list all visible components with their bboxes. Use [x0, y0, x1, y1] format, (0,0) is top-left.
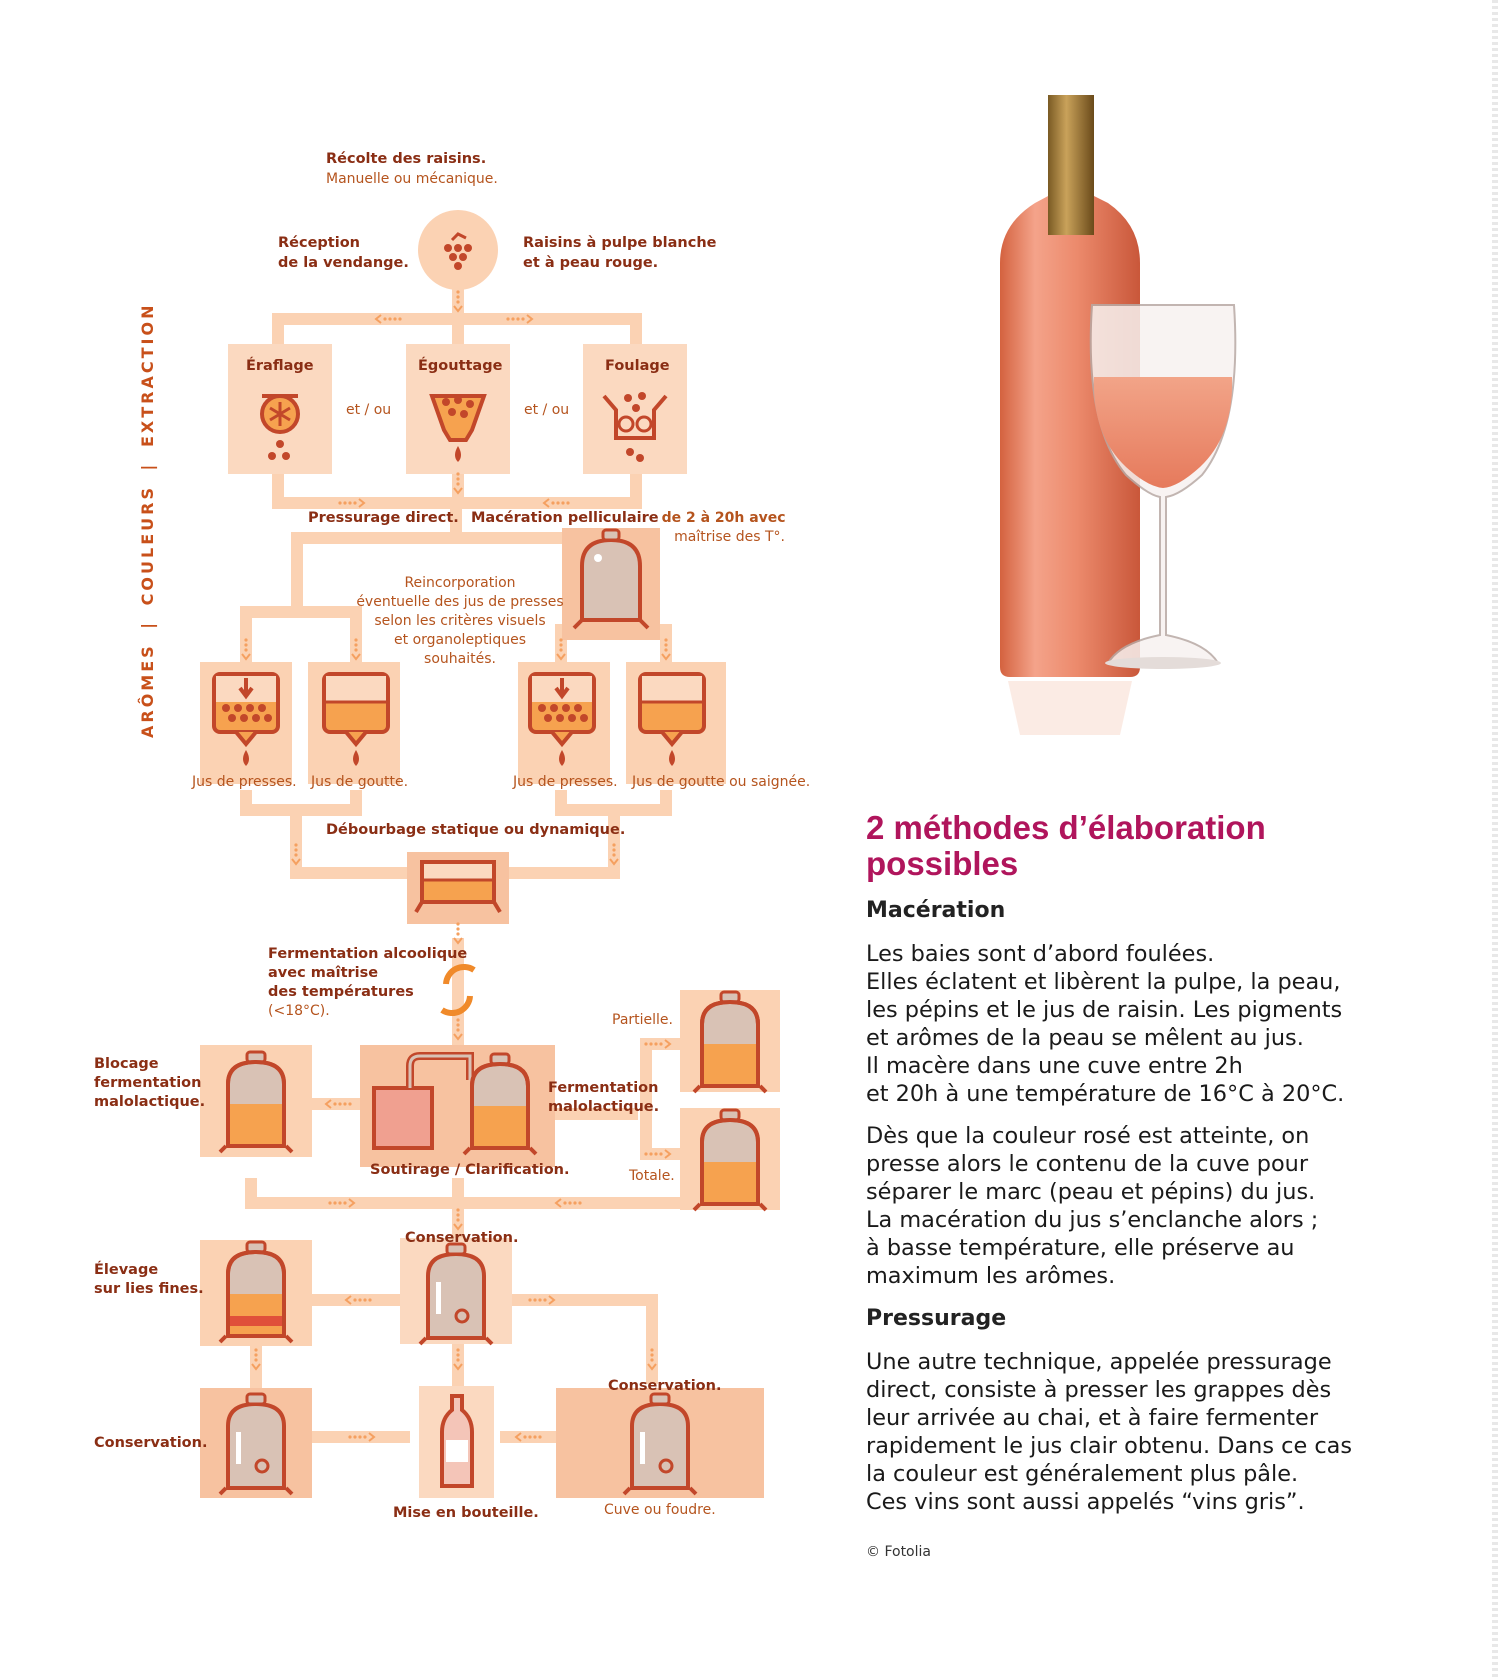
- grapes-line2: et à peau rouge.: [523, 255, 658, 271]
- fermentation-cycle-icon: [440, 963, 476, 1017]
- reincorporation-line: selon les critères visuels: [374, 613, 545, 629]
- fermentation-line1: Fermentation alcoolique: [268, 946, 467, 962]
- debourbage-label: Débourbage statique ou dynamique.: [326, 822, 625, 838]
- maceration-title: Macération: [866, 898, 1006, 923]
- bottle-capsule: [1048, 95, 1094, 235]
- conservation-left-label: Conservation.: [94, 1435, 207, 1451]
- elevage-line2: sur lies fines.: [94, 1281, 204, 1297]
- article-heading-line1: 2 méthodes d’élaboration: [866, 809, 1266, 846]
- side-label-separator: |: [138, 462, 158, 471]
- fermentation-line2: avec maîtrise: [268, 965, 378, 981]
- photo-credit: © Fotolia: [866, 1544, 931, 1560]
- elevage-line1: Élevage: [94, 1261, 158, 1278]
- article-heading: 2 méthodes d’élaboration possibles: [866, 810, 1426, 882]
- step-foulage: Foulage: [605, 358, 670, 374]
- side-label-couleurs: COULEURS: [138, 485, 157, 605]
- totale-label: Totale.: [628, 1168, 675, 1184]
- conservation-right-label: Conservation.: [608, 1378, 721, 1394]
- side-label: ARÔMES | COULEURS | EXTRACTION: [138, 303, 158, 738]
- cask-label: Cuve ou foudre.: [604, 1502, 716, 1518]
- step-egouttage: Égouttage: [418, 357, 503, 374]
- bottling-label: Mise en bouteille.: [393, 1505, 539, 1521]
- bottle-reflection: [1008, 681, 1132, 735]
- reception-line2: de la vendange.: [278, 255, 409, 271]
- blocage-line1: Blocage: [94, 1056, 159, 1072]
- maceration-label-duration: de 2 à 20h avec: [662, 510, 786, 526]
- side-label-aromes: ARÔMES: [138, 643, 157, 738]
- reincorporation-line: et organoleptiques: [394, 632, 526, 648]
- harvest-subtitle: Manuelle ou mécanique.: [326, 171, 498, 187]
- racking-tanks-icon: [372, 1052, 538, 1156]
- article-heading-line2: possibles: [866, 845, 1019, 882]
- settling-tank-icon: [414, 860, 502, 914]
- maceration-paragraph-1: Les baies sont d’abord foulées. Elles éc…: [866, 941, 1345, 1107]
- or-label: et / ou: [524, 402, 569, 418]
- grapes-line1: Raisins à pulpe blanche: [523, 235, 717, 251]
- fermentation-temp: (<18°C).: [268, 1003, 330, 1019]
- step-eraflage: Éraflage: [246, 357, 314, 374]
- draining-icon: [429, 394, 487, 462]
- maceration-label-bold: Macération pelliculaire: [471, 510, 659, 526]
- juice-presses-label: Jus de presses.: [512, 774, 618, 790]
- blocage-line3: malolactique.: [94, 1094, 205, 1110]
- reincorporation-line: Reincorporation: [404, 575, 515, 591]
- bottle-body: [1000, 105, 1140, 677]
- pressurage-paragraph: Une autre technique, appelée pressurage …: [866, 1349, 1353, 1515]
- side-label-extraction: EXTRACTION: [138, 303, 157, 447]
- reincorporation-line: éventuelle des jus de presses: [356, 594, 563, 610]
- maceration-temp-label: maîtrise des T°.: [674, 529, 785, 545]
- fermentation-line3: des températures: [268, 984, 414, 1000]
- reincorporation-note: Reincorporation éventuelle des jus de pr…: [356, 575, 563, 667]
- harvest-title: Récolte des raisins.: [326, 151, 486, 167]
- rose-wine-photo: [1000, 95, 1237, 735]
- grapes-icon: [444, 232, 472, 270]
- lees-aging-tank-icon: [218, 1240, 294, 1344]
- glass-foot: [1105, 657, 1221, 669]
- conservation-top-label: Conservation.: [405, 1230, 518, 1246]
- crushing-icon: [602, 392, 668, 462]
- page-edge: [1492, 0, 1498, 1677]
- malo-line1: Fermentation: [548, 1080, 658, 1096]
- bottle-icon: [440, 1394, 474, 1488]
- reception-line1: Réception: [278, 235, 360, 251]
- maceration-tank-icon: [572, 528, 650, 630]
- maceration-paragraph-2: Dès que la couleur rosé est atteinte, on…: [866, 1123, 1319, 1289]
- destemmer-icon: [260, 394, 300, 460]
- juice-presses-label: Jus de presses.: [191, 774, 297, 790]
- malo-line2: malolactique.: [548, 1099, 659, 1115]
- juice-free-run-bleed-label: Jus de goutte ou saignée.: [631, 774, 810, 790]
- partielle-label: Partielle.: [612, 1012, 673, 1028]
- glass-wine: [1093, 377, 1233, 488]
- wine-process-diagram: ARÔMES | COULEURS | EXTRACTION: [94, 151, 810, 1521]
- reincorporation-line: souhaités.: [424, 651, 496, 667]
- side-label-separator: |: [138, 620, 158, 629]
- blocage-line2: fermentation: [94, 1075, 201, 1091]
- soutirage-label: Soutirage / Clarification.: [370, 1162, 570, 1178]
- juice-free-run-label: Jus de goutte.: [310, 774, 408, 790]
- pressurage-direct-label: Pressurage direct.: [308, 510, 459, 526]
- or-label: et / ou: [346, 402, 391, 418]
- pressurage-title: Pressurage: [866, 1306, 1007, 1331]
